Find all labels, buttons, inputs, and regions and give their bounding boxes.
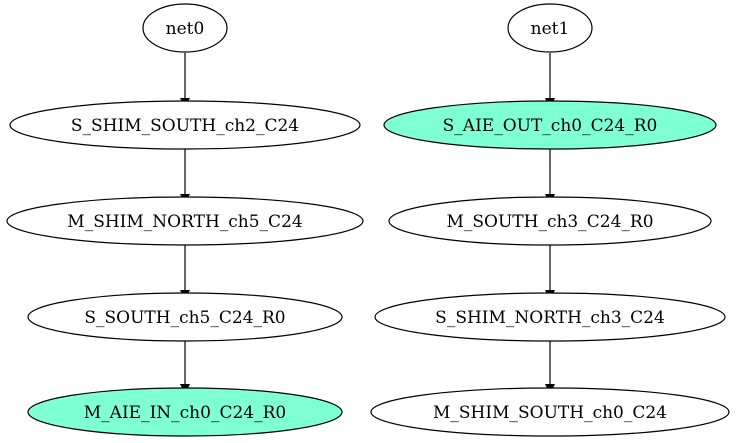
port-node-net1-2: M_SOUTH_ch3_C24_R0 bbox=[388, 196, 712, 246]
port-node-ellipse bbox=[388, 196, 712, 246]
port-label: S_SOUTH_ch5_C24_R0 bbox=[84, 308, 285, 328]
net-node-net1: net1 bbox=[507, 3, 593, 53]
port-node-ellipse bbox=[27, 292, 343, 342]
port-node-net0-2: M_SHIM_NORTH_ch5_C24 bbox=[6, 196, 364, 246]
net0-column: net0 S_SHIM_SOUTH_ch2_C24 M_SHIM_NORTH_c… bbox=[6, 3, 364, 437]
net-name-net0: net0 bbox=[166, 19, 205, 39]
port-node-net0-4: M_AIE_IN_ch0_C24_R0 bbox=[27, 387, 343, 437]
port-label: S_SHIM_NORTH_ch3_C24 bbox=[435, 308, 665, 328]
net-name-net1: net1 bbox=[531, 19, 570, 39]
net-node-net0: net0 bbox=[142, 3, 228, 53]
port-label: M_AIE_IN_ch0_C24_R0 bbox=[84, 403, 286, 423]
port-node-net1-1: S_AIE_OUT_ch0_C24_R0 bbox=[383, 100, 717, 150]
port-node-ellipse bbox=[383, 100, 717, 150]
port-node-net0-1: S_SHIM_SOUTH_ch2_C24 bbox=[9, 100, 361, 150]
port-node-ellipse bbox=[370, 387, 730, 437]
port-node-ellipse bbox=[374, 292, 726, 342]
net1-column: net1 S_AIE_OUT_ch0_C24_R0 M_SOUTH_ch3_C2… bbox=[370, 3, 730, 437]
net-node-ellipse bbox=[507, 3, 593, 53]
port-label: S_AIE_OUT_ch0_C24_R0 bbox=[443, 116, 658, 136]
port-label: M_SOUTH_ch3_C24_R0 bbox=[446, 212, 653, 232]
port-label: S_SHIM_SOUTH_ch2_C24 bbox=[71, 116, 299, 136]
port-node-net1-4: M_SHIM_SOUTH_ch0_C24 bbox=[370, 387, 730, 437]
port-node-ellipse bbox=[6, 196, 364, 246]
port-label: M_SHIM_SOUTH_ch0_C24 bbox=[433, 403, 667, 423]
port-node-ellipse bbox=[27, 387, 343, 437]
port-node-net1-3: S_SHIM_NORTH_ch3_C24 bbox=[374, 292, 726, 342]
port-node-net0-3: S_SOUTH_ch5_C24_R0 bbox=[27, 292, 343, 342]
port-node-ellipse bbox=[9, 100, 361, 150]
net-node-ellipse bbox=[142, 3, 228, 53]
port-label: M_SHIM_NORTH_ch5_C24 bbox=[67, 212, 302, 232]
